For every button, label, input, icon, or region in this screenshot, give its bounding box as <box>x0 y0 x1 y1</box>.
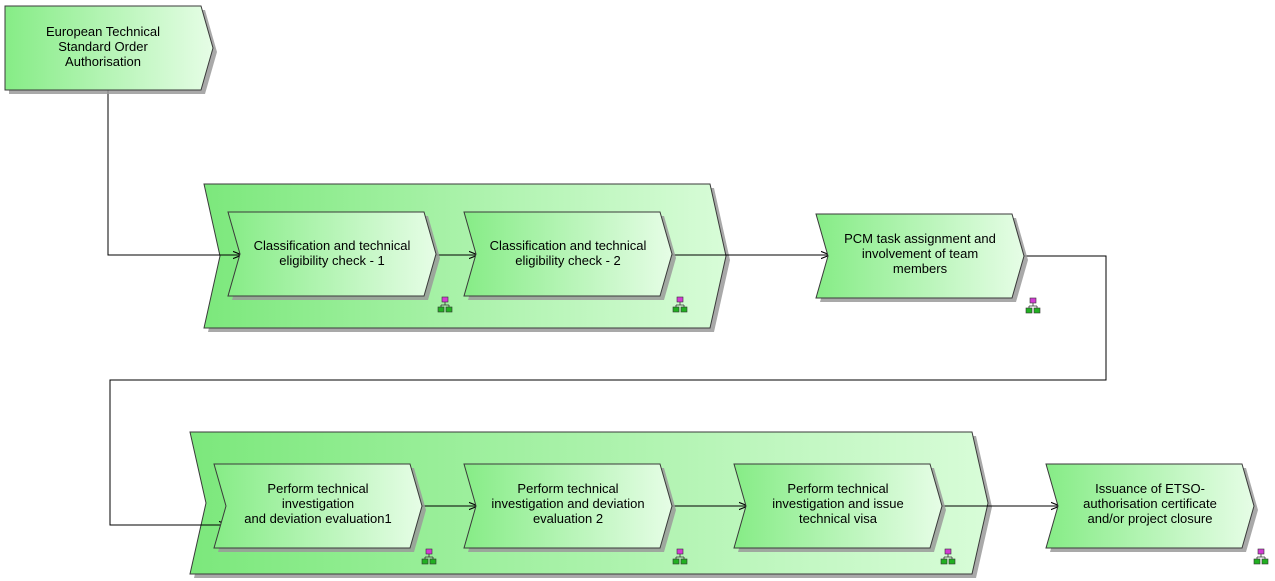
node-label-line: PCM task assignment and <box>844 231 996 246</box>
process-hierarchy-icon[interactable] <box>421 548 437 565</box>
process-node-n_cls1[interactable]: Classification and technicaleligibility … <box>227 211 440 300</box>
node-label-line: authorisation certificate <box>1083 496 1217 511</box>
flow-connector <box>107 90 242 255</box>
node-label-line: eligibility check - 1 <box>279 253 385 268</box>
node-label-line: Perform technical <box>787 481 888 496</box>
flow-connector <box>109 255 1107 525</box>
process-hierarchy-icon[interactable] <box>672 548 688 565</box>
node-label-line: investigation <box>282 496 354 511</box>
node-label-line: European Technical <box>46 24 160 39</box>
node-label-line: investigation and deviation <box>491 496 644 511</box>
node-label-line: Issuance of ETSO- <box>1095 481 1205 496</box>
connectors <box>107 90 1107 525</box>
node-label-line: Standard Order <box>58 39 148 54</box>
node-label-line: Authorisation <box>65 54 141 69</box>
process-node-n_iss[interactable]: Issuance of ETSO-authorisation certifica… <box>1045 463 1258 552</box>
node-label-line: Perform technical <box>267 481 368 496</box>
node-label-line: Perform technical <box>517 481 618 496</box>
node-label-line: involvement of team <box>862 246 978 261</box>
node-label-line: evaluation 2 <box>533 511 603 526</box>
node-label-line: Classification and technical <box>254 238 411 253</box>
node-label-line: and deviation evaluation1 <box>244 511 391 526</box>
node-label-line: eligibility check - 2 <box>515 253 621 268</box>
process-hierarchy-icon[interactable] <box>1025 297 1041 314</box>
node-label-line: Classification and technical <box>490 238 647 253</box>
process-hierarchy-icon[interactable] <box>672 296 688 313</box>
process-hierarchy-icon[interactable] <box>437 296 453 313</box>
process-node-n_cls2[interactable]: Classification and technicaleligibility … <box>463 211 676 300</box>
node-label-line: and/or project closure <box>1087 511 1212 526</box>
process-hierarchy-icon[interactable] <box>940 548 956 565</box>
process-hierarchy-icon[interactable] <box>1253 548 1269 565</box>
node-label-line: technical visa <box>799 511 878 526</box>
node-label-line: members <box>893 261 948 276</box>
node-label-line: investigation and issue <box>772 496 904 511</box>
